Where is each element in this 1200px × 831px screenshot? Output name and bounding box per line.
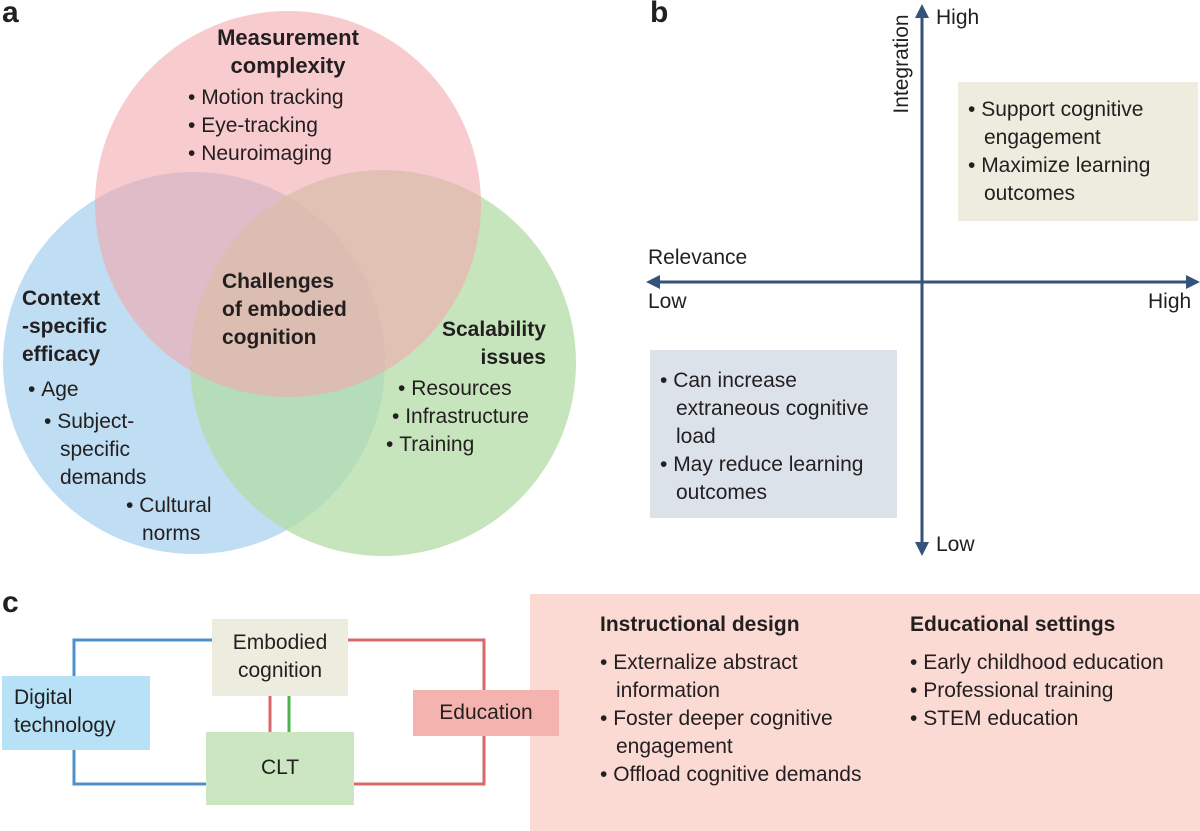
list-item: Externalize abstract information (600, 649, 870, 705)
x-axis-arrow-left (646, 275, 660, 289)
list-item: Eye-tracking (188, 112, 344, 140)
bottom-left-quadrant-box (650, 350, 897, 518)
measurement-items: Motion tracking Eye-tracking Neuroimagin… (188, 84, 344, 168)
red-link-top (348, 638, 486, 690)
panel-b-letter: b (650, 0, 669, 29)
list-item: Support cognitive engagement (968, 96, 1194, 152)
list-item: STEM education (910, 705, 1180, 733)
y-axis-arrow-bottom (915, 542, 929, 556)
y-axis-label: Integration (890, 14, 913, 114)
scalability-items: Resources Infrastructure Training (386, 375, 529, 459)
instructional-design-list: Externalize abstract information Foster … (600, 649, 870, 789)
educational-settings-title: Educational settings (910, 613, 1116, 636)
list-item: Training (386, 431, 529, 459)
measurement-complexity-title: Measurement complexity (217, 25, 359, 78)
y-axis-arrow-top (915, 4, 929, 18)
list-item: Can increase extraneous cognitive load (660, 367, 892, 451)
node-embodied-cognition: Embodied cognition (212, 619, 348, 696)
x-low-label: Low (648, 290, 687, 313)
bottom-left-quadrant-list: Can increase extraneous cognitive load M… (660, 367, 892, 507)
center-challenges-title: Challenges of embodied cognition (222, 270, 347, 349)
list-item: Maximize learning outcomes (968, 152, 1194, 208)
list-item: Neuroimaging (188, 140, 344, 168)
education-panel-background (530, 594, 1200, 831)
instructional-design-title: Instructional design (600, 613, 800, 636)
scalability-title: Scalability issues (442, 318, 546, 369)
context-efficacy-title: Context -specific efficacy (22, 287, 108, 366)
list-item: Offload cognitive demands (600, 761, 870, 789)
node-digital-technology: Digital technology (2, 676, 150, 750)
node-clt: CLT (206, 732, 354, 805)
list-item: Resources (386, 375, 529, 403)
left-item-subject: Subject-specific demands (44, 408, 190, 492)
list-item: Motion tracking (188, 84, 343, 112)
blue-link-bottom (72, 750, 206, 786)
list-item: Professional training (910, 677, 1180, 705)
x-axis-arrow-right (1186, 275, 1200, 289)
panel-c-letter: c (2, 586, 19, 619)
y-low-label: Low (936, 533, 975, 556)
y-high-label: High (936, 6, 980, 29)
list-item: Infrastructure (386, 403, 529, 431)
red-link-bottom (354, 736, 486, 786)
top-right-quadrant-box (958, 82, 1198, 221)
list-item: May reduce learning outcomes (660, 451, 892, 507)
left-item-age: Age (28, 376, 78, 404)
top-right-quadrant-list: Support cognitive engagement Maximize le… (968, 96, 1194, 208)
x-axis-label: Relevance (648, 246, 748, 269)
list-item: Early childhood education (910, 649, 1180, 677)
educational-settings-list: Early childhood education Professional t… (910, 649, 1180, 733)
panel-a-letter: a (2, 0, 19, 29)
blue-link-top (72, 638, 212, 676)
node-education: Education (413, 690, 559, 736)
left-item-cultural: Cultural norms (126, 492, 262, 548)
x-high-label: High (1148, 290, 1192, 313)
list-item: Foster deeper cognitive engagement (600, 705, 870, 761)
